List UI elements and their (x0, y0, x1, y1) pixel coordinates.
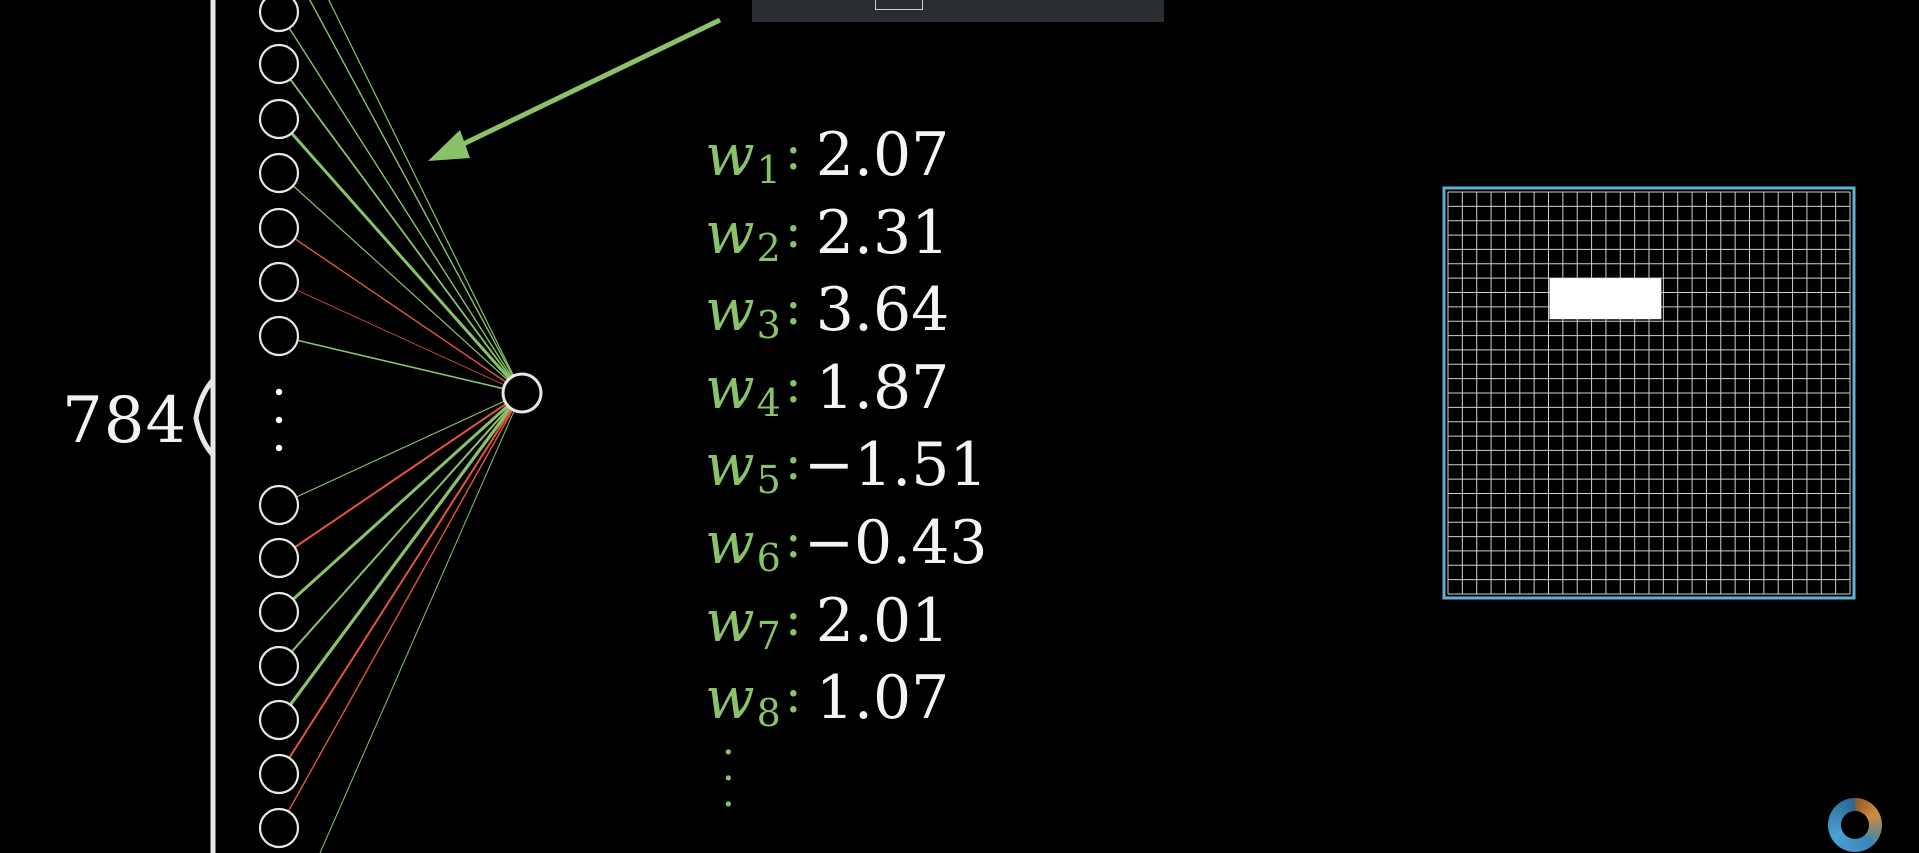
weight-colon: : (784, 123, 802, 181)
weight-row: w6:−0.43 (705, 508, 988, 580)
loading-spinner-icon (1828, 798, 1882, 852)
highlighted-pixels (1549, 278, 1662, 320)
weight-index: 3 (756, 303, 781, 347)
input-count-label: 784 (62, 384, 188, 458)
input-neuron (258, 207, 300, 249)
input-neuron (258, 645, 300, 687)
connection-line (277, 392, 524, 721)
connection-line (278, 281, 523, 394)
connection-line (278, 392, 523, 775)
weight-symbol: w (705, 509, 755, 577)
weight-colon: : (784, 589, 802, 647)
weight-value: 2.07 (815, 120, 950, 190)
input-neuron (258, 0, 300, 33)
weight-colon: : (784, 666, 802, 724)
weight-value: 2.01 (815, 586, 950, 656)
connection-line (328, 0, 523, 394)
weight-index: 8 (756, 691, 781, 735)
connection-line (278, 227, 523, 394)
weight-colon: : (784, 356, 802, 414)
input-neuron (258, 537, 300, 579)
weight-index: 5 (756, 458, 781, 502)
weight-index: 6 (756, 536, 781, 580)
weight-symbol: w (705, 587, 755, 655)
weight-row: w2:2.31 (705, 198, 950, 270)
neuron-ellipsis-dot (275, 444, 283, 452)
connection-line (278, 11, 523, 394)
input-neuron (258, 807, 300, 849)
input-neuron (258, 43, 300, 85)
weight-symbol: w (705, 199, 755, 267)
weight-colon: : (784, 278, 802, 336)
input-neuron (258, 152, 300, 194)
weight-list-ellipsis: ··· (722, 730, 735, 828)
arrow-icon (428, 17, 722, 161)
weight-value: 1.87 (815, 353, 950, 423)
input-neurons (258, 0, 300, 849)
weight-value: 2.31 (815, 198, 950, 268)
connection-line (278, 172, 523, 394)
weight-symbol: w (705, 121, 755, 189)
weight-index: 7 (756, 614, 781, 658)
weight-connections (277, 0, 524, 853)
arrow-head (428, 130, 470, 161)
weight-value: 1.07 (815, 663, 950, 733)
input-neuron (258, 484, 300, 526)
arrow-shaft (453, 17, 722, 151)
connection-line (277, 391, 524, 614)
input-neuron (258, 261, 300, 303)
weight-row: w3:3.64 (705, 275, 950, 347)
input-neuron (258, 753, 300, 795)
weight-colon: : (784, 511, 802, 569)
weight-row: w1:2.07 (705, 120, 950, 192)
input-neuron (258, 98, 300, 140)
connection-line (319, 392, 523, 853)
weight-index: 1 (756, 148, 781, 192)
weight-value: −0.43 (803, 508, 988, 578)
output-neuron (501, 372, 543, 414)
weight-value: 3.64 (815, 275, 950, 345)
weight-row: w7:2.01 (705, 586, 950, 658)
neuron-ellipsis-dot (275, 416, 283, 424)
input-neuron (258, 315, 300, 357)
weight-index: 4 (756, 381, 781, 425)
connection-line (278, 335, 523, 394)
connection-line (278, 392, 523, 506)
grid-border (1442, 186, 1856, 600)
connection-line (277, 118, 524, 394)
video-toolbar (752, 0, 1164, 22)
weight-index: 2 (756, 226, 781, 270)
weight-symbol: w (705, 664, 755, 732)
weight-value: −1.51 (803, 430, 988, 500)
connection-line (309, 0, 523, 394)
weight-colon: : (784, 433, 802, 491)
output-neuron-group (501, 372, 543, 414)
weight-row: w4:1.87 (705, 353, 950, 425)
connection-line (278, 392, 523, 559)
connection-line (278, 63, 523, 394)
neuron-ellipsis-dot (275, 388, 283, 396)
weight-grid (1442, 186, 1856, 600)
weight-symbol: w (705, 276, 755, 344)
weight-row: w5:−1.51 (705, 430, 988, 502)
connection-line (278, 392, 523, 829)
weight-symbol: w (705, 354, 755, 422)
weight-colon: : (784, 201, 802, 259)
weight-symbol: w (705, 431, 755, 499)
input-neuron (258, 591, 300, 633)
weight-row: w8:1.07 (705, 663, 950, 735)
input-layer-brace (193, 0, 216, 853)
toolbar-button[interactable] (875, 0, 923, 10)
input-neuron (258, 699, 300, 741)
connection-line (278, 392, 523, 667)
